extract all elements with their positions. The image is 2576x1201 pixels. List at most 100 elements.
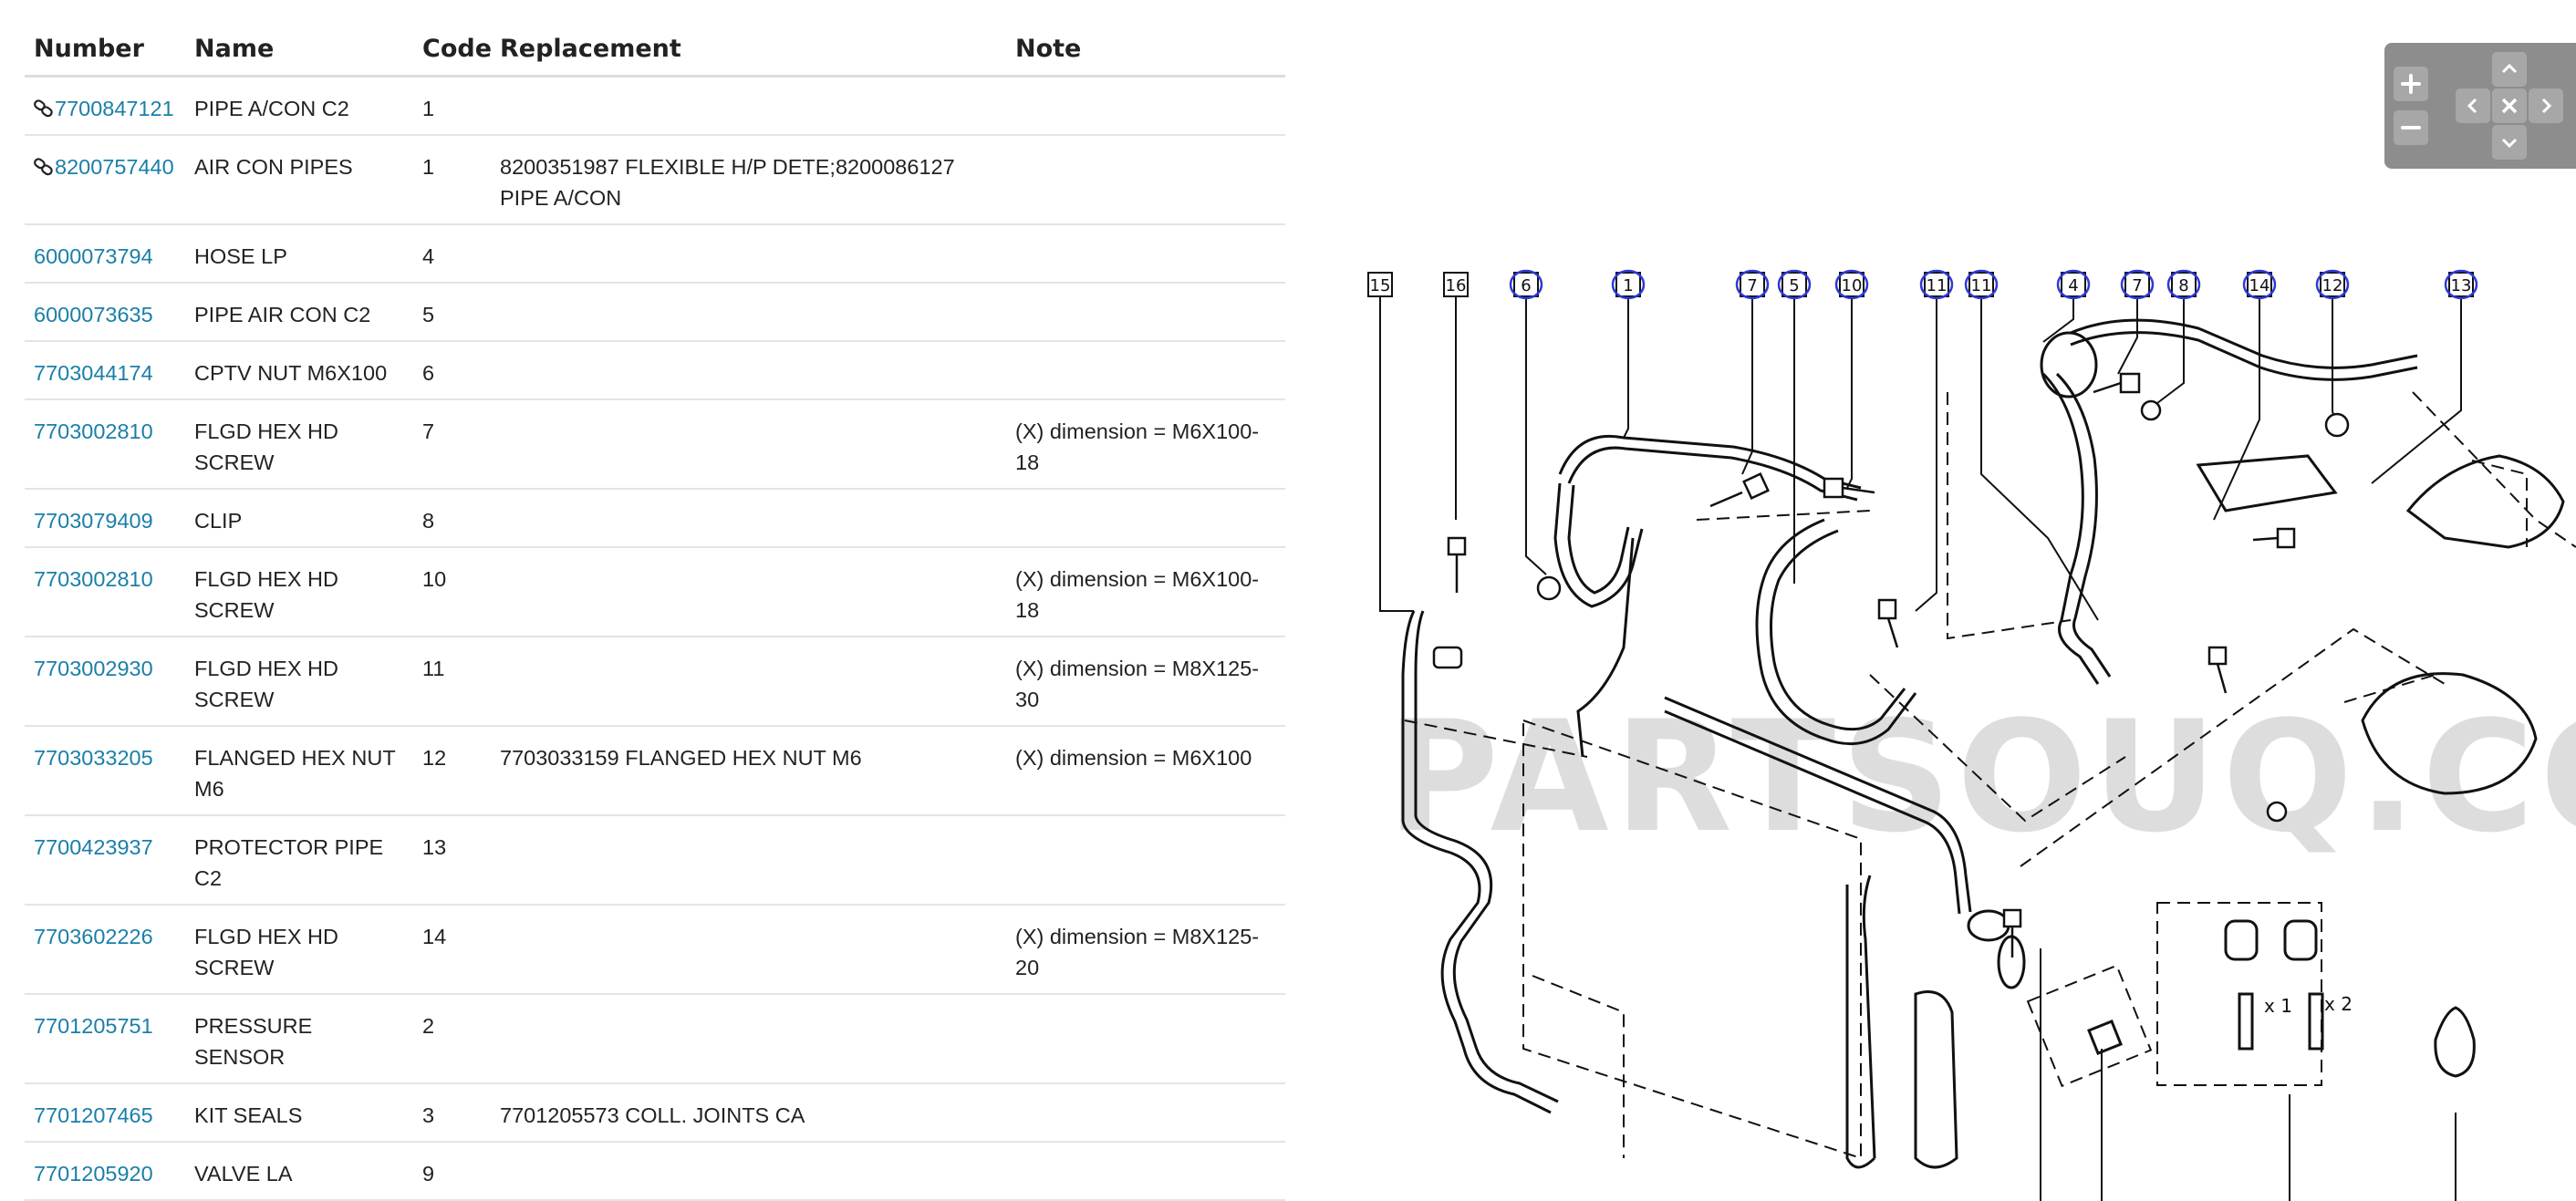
cell-number: 8200757440 [25, 135, 185, 225]
part-number-link[interactable]: 7703002810 [34, 419, 153, 443]
callout-14[interactable]: 14 [2242, 269, 2277, 300]
callout-1[interactable]: 1 [1611, 269, 1646, 300]
pan-up-button[interactable] [2492, 52, 2527, 87]
pipe-drawings [1401, 318, 2565, 1169]
callout-10[interactable]: 10 [1834, 269, 1869, 300]
callout-label: 11 [1971, 276, 1992, 295]
cell-number: 7701205751 [25, 994, 185, 1084]
callout-label: 6 [1521, 276, 1531, 295]
cell-code: 4 [413, 224, 491, 284]
pan-left-button[interactable] [2456, 88, 2490, 123]
column-header-replacement[interactable]: Replacement [491, 0, 1006, 78]
cell-name: HOSE LP [185, 224, 413, 284]
part-number-link[interactable]: 7703033205 [34, 746, 153, 770]
zoom-pan-controls [2384, 43, 2576, 169]
plus-icon [2401, 74, 2421, 94]
cell-code: 8 [413, 489, 491, 548]
cell-note: (X) dimension = M6X100 [1006, 726, 1285, 816]
part-number-link[interactable]: 7701205751 [34, 1014, 153, 1038]
column-header-note[interactable]: Note [1006, 0, 1285, 78]
cell-note: (X) dimension = M6X100-18 [1006, 547, 1285, 637]
cell-note: (X) dimension = M8X125-30 [1006, 637, 1285, 727]
cell-replacement [491, 994, 1006, 1084]
callout-13[interactable]: 13 [2444, 269, 2478, 300]
callout-11[interactable]: 11 [1919, 269, 1954, 300]
zoom-in-button[interactable] [2394, 67, 2428, 101]
part-number-link[interactable]: 7700423937 [34, 835, 153, 859]
cell-name: KIT SEALS [185, 1083, 413, 1143]
part-number-link[interactable]: 7701205920 [34, 1162, 153, 1185]
callout-15[interactable]: 15 [1367, 272, 1393, 297]
part-number-link[interactable]: 6000073635 [34, 303, 153, 326]
close-icon [2501, 98, 2518, 114]
cell-number: 6000073635 [25, 283, 185, 342]
cell-note [1006, 341, 1285, 400]
cell-number: 7701207465 [25, 1083, 185, 1143]
callout-label: 11 [1927, 276, 1948, 295]
callout-label: 14 [2249, 276, 2270, 295]
column-header-number[interactable]: Number [25, 0, 185, 78]
reset-view-button[interactable] [2492, 88, 2527, 123]
part-number-link[interactable]: 7700847121 [55, 97, 174, 120]
cell-number: 7703002930 [25, 637, 185, 727]
part-number-link[interactable]: 7703079409 [34, 509, 153, 533]
cell-code: 7 [413, 399, 491, 490]
cell-replacement: 7703033159 FLANGED HEX NUT M6 [491, 726, 1006, 816]
quantity-label-x1: x 1 [2264, 995, 2292, 1017]
part-number-link[interactable]: 7703602226 [34, 925, 153, 948]
callout-7[interactable]: 7 [1735, 269, 1770, 300]
cell-number: 7703079409 [25, 489, 185, 548]
part-number-link[interactable]: 7703044174 [34, 361, 153, 385]
callout-12[interactable]: 12 [2315, 269, 2350, 300]
part-number-link[interactable]: 7703002930 [34, 657, 153, 680]
pan-down-button[interactable] [2492, 125, 2527, 160]
cell-replacement [491, 224, 1006, 284]
cell-number: 7703602226 [25, 905, 185, 995]
column-header-name[interactable]: Name [185, 0, 413, 78]
cell-number: 6000073794 [25, 224, 185, 284]
cell-code: 2 [413, 994, 491, 1084]
part-number-link[interactable]: 8200757440 [55, 155, 174, 179]
callout-4[interactable]: 4 [2056, 269, 2091, 300]
pan-right-button[interactable] [2529, 88, 2563, 123]
callout-16[interactable]: 16 [1443, 272, 1469, 297]
part-number-link[interactable]: 7703002810 [34, 567, 153, 591]
chevron-down-icon [2501, 138, 2518, 149]
zoom-out-button[interactable] [2394, 110, 2428, 145]
cell-replacement [491, 489, 1006, 548]
cell-code: 9 [413, 1142, 491, 1201]
callout-6[interactable]: 6 [1509, 269, 1543, 300]
column-header-code[interactable]: Code [413, 0, 492, 78]
cell-code: 6 [413, 341, 491, 400]
callout-5[interactable]: 5 [1777, 269, 1812, 300]
callout-label: 1 [1623, 276, 1633, 295]
cell-code: 12 [413, 726, 491, 816]
parts-diagram[interactable]: PARTSOUQ.COM [1350, 246, 2576, 1201]
callout-7[interactable]: 7 [2120, 269, 2155, 300]
part-number-link[interactable]: 7701207465 [34, 1103, 153, 1127]
part-number-link[interactable]: 6000073794 [34, 244, 153, 268]
cell-name: FLGD HEX HD SCREW [185, 905, 413, 995]
cell-name: AIR CON PIPES [185, 135, 413, 225]
cell-replacement [491, 637, 1006, 727]
minus-icon [2401, 126, 2421, 129]
cell-note [1006, 1142, 1285, 1201]
cell-note [1006, 224, 1285, 284]
callout-11[interactable]: 11 [1964, 269, 1999, 300]
callout-8[interactable]: 8 [2166, 269, 2201, 300]
